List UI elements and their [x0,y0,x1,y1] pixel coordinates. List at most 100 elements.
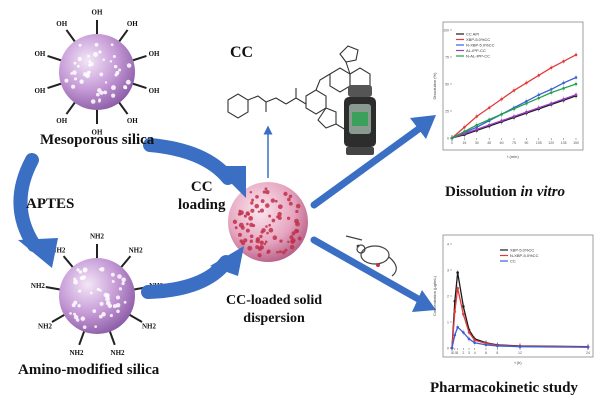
y-tick-label: 1 [447,321,449,325]
pore-dot [117,274,122,279]
pore-dot [76,64,80,68]
dissolution-point [537,96,541,100]
drug-dot [272,235,278,241]
dissolution-point [549,88,553,91]
pore-dot [115,70,120,75]
drug-dot [234,226,238,230]
dissolution-point [537,93,541,97]
drug-dot [257,210,261,213]
dissolution-label-text: Dissolution [445,184,521,200]
mesoporous-pores [64,42,132,104]
drug-dot [259,245,264,250]
pore-dot [90,99,96,104]
pore-dot [73,77,78,81]
pk-point [467,337,471,341]
pore-dot [78,270,83,274]
drug-dot [274,199,278,203]
y-tick-label: 2 [447,295,449,299]
x-tick-label: 120 [548,141,554,145]
pore-dot [73,279,78,285]
dissolution-point [500,97,503,101]
dissolution-legend-label: N-XBP-5.0%CC [466,43,495,48]
drug-dot [246,212,250,216]
y-tick-label: 50 [445,83,449,87]
dissolution-point [549,66,553,70]
oh-group-label: OH [149,50,160,58]
cc-title-label: CC [230,44,254,61]
pore-dot [88,60,92,64]
x-tick-label: 12 [518,351,522,355]
pore-dot [112,54,116,58]
dissolution-point [562,97,565,101]
drug-dot [289,235,294,240]
amino-pores [69,267,127,329]
x-tick-label: 3 [468,351,470,355]
surface-spoke [108,329,116,346]
drug-dot [245,228,250,233]
pk-point [450,346,454,350]
surface-spoke [78,329,86,346]
pore-dot [89,291,93,295]
drug-dot [238,209,242,213]
cc-loading-label: CC loading [178,179,226,213]
aptes-label: APTES [26,196,75,212]
nh2-group-label: NH2 [111,349,126,357]
y-tick-label: 25 [445,110,449,114]
pk-point [496,344,499,348]
drug-dot [250,208,255,213]
pk-xlabel: t (h) [514,360,522,365]
y-tick-label: 4 [447,243,449,247]
pore-dot [98,314,103,319]
drug-dot [260,199,265,203]
drug-dot [232,219,238,224]
pore-dot [71,303,76,308]
drug-dot [262,190,266,194]
dissolution-legend-label: XBP-5.0%CC [466,37,490,42]
drug-dot [257,253,262,258]
process-arrows [13,115,436,312]
dissolution-point [463,125,466,129]
dissolution-point [562,81,565,85]
pk-legend-label: XBP-5.0%CC [510,248,534,253]
pore-dot [109,313,113,318]
pore-dot [113,64,118,69]
pore-dot [82,72,88,77]
pore-dot [98,99,101,103]
amino-modified-silica-label: Amino-modified silica [18,362,160,378]
drug-dot [270,198,276,203]
pk-series-line [451,326,589,349]
pk-point [473,341,476,345]
pore-dot [103,90,108,95]
drug-dot [264,240,268,244]
drug-dot [290,238,296,244]
dissolution-point [562,87,565,90]
dissolution-in-vitro-label: Dissolution in vitro [445,184,565,201]
pore-dot [76,268,80,272]
drug-dot [243,238,248,243]
drug-dot [268,223,271,227]
pore-dot [99,72,104,77]
x-tick-label: 4 [474,351,476,355]
drug-dot [246,222,249,226]
dissolution-point [574,82,578,86]
x-tick-label: 45 [487,141,491,145]
pk-point [467,331,471,334]
oh-group-label: OH [56,20,67,28]
x-tick-label: 75 [512,141,516,145]
pore-dot [88,63,92,67]
nh2-group-label: NH2 [69,349,84,357]
oh-group-label: OH [149,87,160,95]
drug-dot [266,249,271,254]
oh-group-label: OH [92,9,103,17]
pore-dot [110,43,114,47]
pore-dot [93,52,99,57]
oh-group-label: OH [56,117,67,125]
pk-point [453,333,457,337]
drug-dot [255,245,260,250]
